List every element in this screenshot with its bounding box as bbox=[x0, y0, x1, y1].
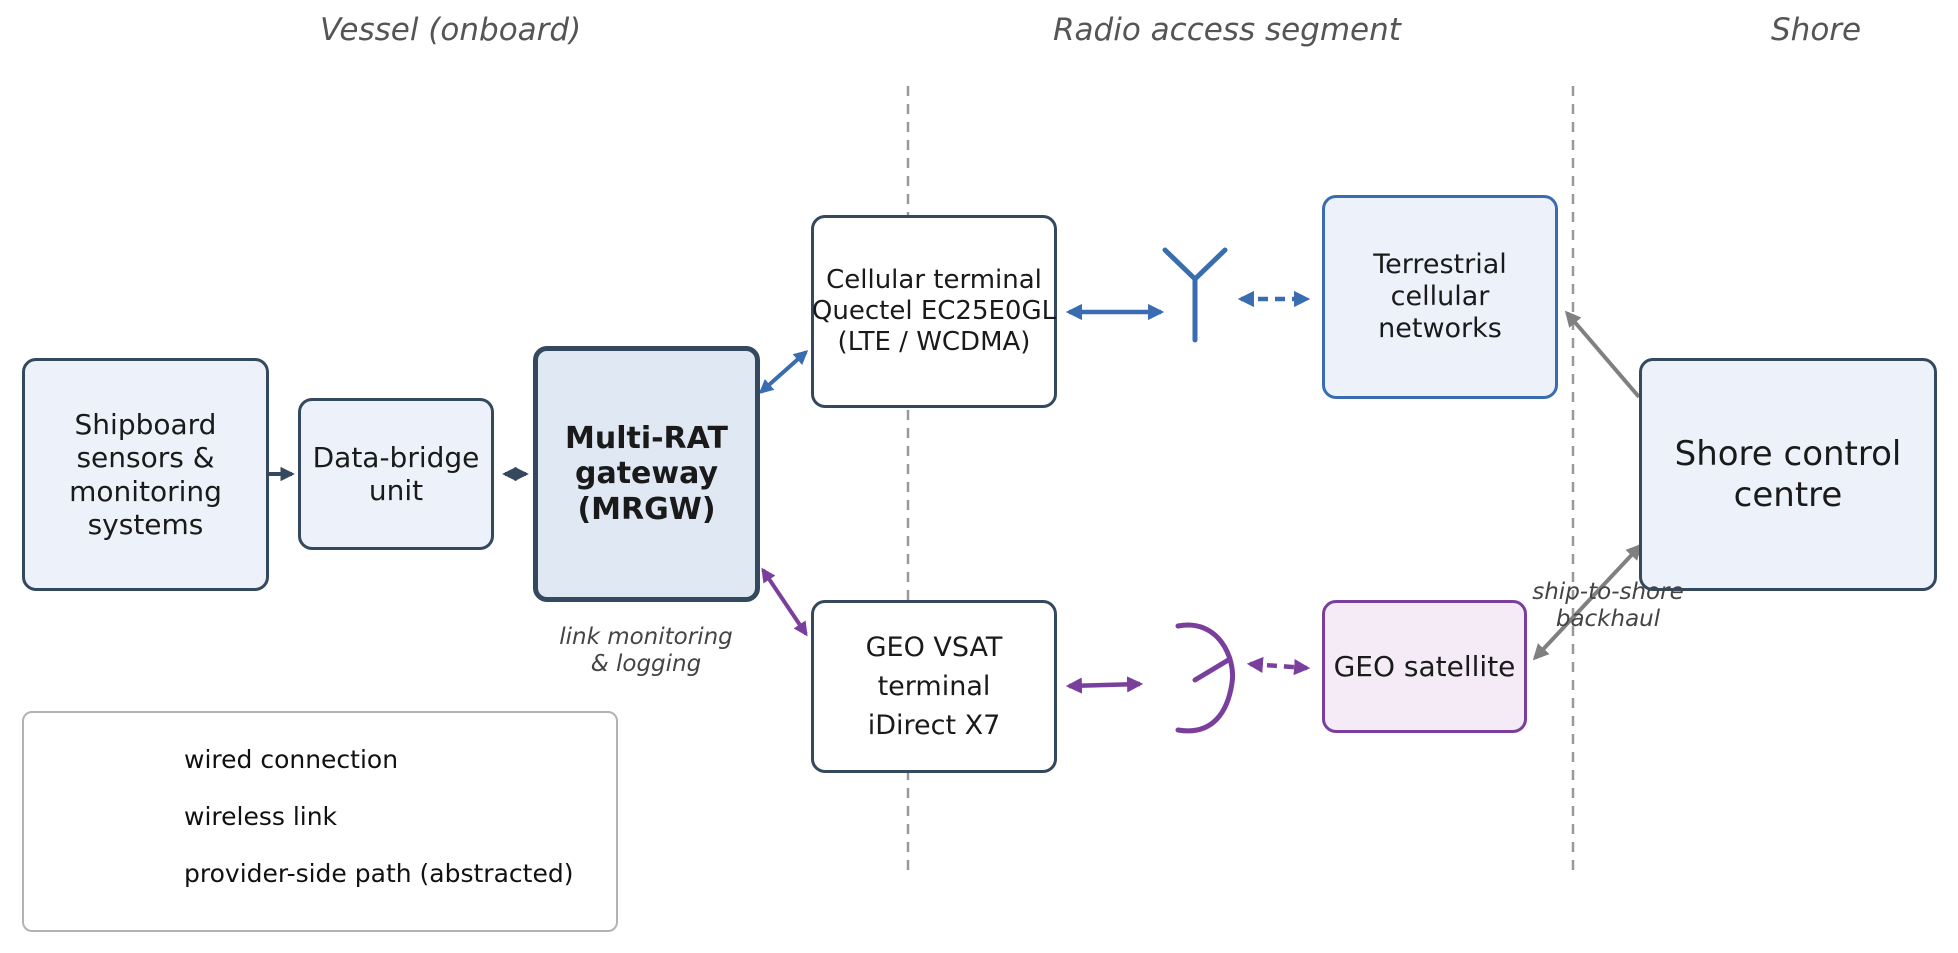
satellite-dish-icon bbox=[1175, 622, 1236, 734]
legend-item-provider: provider-side path (abstracted) bbox=[162, 856, 573, 890]
node-vsat-terminal: GEO VSAT terminal iDirect X7 bbox=[811, 600, 1057, 773]
annotation-line: & logging bbox=[590, 651, 702, 678]
node-data-bridge: Data-bridge unit bbox=[298, 398, 494, 550]
wire-vsat-to-dish bbox=[1065, 676, 1144, 694]
node-label-line: Terrestrial bbox=[1373, 249, 1507, 281]
annotation-line: link monitoring bbox=[559, 624, 733, 650]
node-label-line: sensors & bbox=[76, 441, 215, 475]
annotation-backhaul: ship-to-shore backhaul bbox=[1508, 579, 1708, 633]
node-shore-control-centre: Shore control centre bbox=[1639, 358, 1937, 591]
node-label-line: Multi-RAT bbox=[564, 420, 729, 456]
segment-label-vessel: Vessel (onboard) bbox=[320, 12, 582, 48]
provider-terrestrial-to-shore bbox=[1564, 310, 1641, 399]
node-label-line: cellular bbox=[1390, 281, 1490, 313]
node-label-line: unit bbox=[368, 474, 424, 507]
node-label-line: centre bbox=[1733, 474, 1843, 515]
annotation-line: ship-to-shore bbox=[1532, 579, 1684, 605]
segment-label-radio: Radio access segment bbox=[1053, 12, 1401, 48]
node-label-line: Shore control bbox=[1674, 434, 1902, 475]
node-cellular-terminal: Cellular terminal Quectel EC25E0GL (LTE … bbox=[811, 215, 1057, 408]
legend-item-wireless: wireless link bbox=[162, 799, 337, 833]
node-label-line: (MRGW) bbox=[577, 491, 716, 527]
wire-mrgw-to-cellular bbox=[758, 350, 809, 394]
legend bbox=[22, 711, 618, 932]
node-label-line: networks bbox=[1378, 312, 1502, 344]
node-label-line: GEO VSAT bbox=[865, 631, 1003, 663]
annotation-line: backhaul bbox=[1555, 606, 1661, 633]
legend-label-provider: provider-side path (abstracted) bbox=[184, 858, 574, 888]
legend-label-wireless: wireless link bbox=[184, 801, 338, 831]
legend-label-wired: wired connection bbox=[184, 744, 399, 774]
node-label-line: GEO satellite bbox=[1333, 649, 1516, 683]
node-label-line: Data-bridge bbox=[312, 440, 480, 474]
annotation-link-monitoring: link monitoring & logging bbox=[546, 624, 746, 678]
segment-label-shore: Shore bbox=[1771, 12, 1862, 48]
legend-item-wired: wired connection bbox=[162, 742, 398, 776]
node-label-line: Shipboard bbox=[74, 408, 217, 442]
node-geo-satellite: GEO satellite bbox=[1322, 600, 1527, 733]
antenna-icon bbox=[1162, 247, 1228, 343]
wireless-dish-to-satellite bbox=[1246, 656, 1311, 676]
node-label-line: Cellular terminal bbox=[826, 265, 1042, 296]
node-label-line: Quectel EC25E0GL bbox=[811, 296, 1057, 327]
node-label-line: monitoring bbox=[69, 474, 222, 508]
node-label-line: (LTE / WCDMA) bbox=[837, 326, 1031, 357]
provider-satellite-to-shore bbox=[1532, 543, 1643, 661]
node-mrgw: Multi-RAT gateway (MRGW) bbox=[533, 346, 760, 602]
node-label-line: iDirect X7 bbox=[867, 710, 1001, 742]
node-label-line: terminal bbox=[877, 670, 991, 702]
node-label-line: gateway bbox=[575, 456, 718, 492]
node-shipboard-sensors: Shipboard sensors & monitoring systems bbox=[22, 358, 269, 591]
wire-mrgw-to-vsat bbox=[761, 567, 808, 637]
node-label-line: systems bbox=[87, 507, 204, 541]
node-terrestrial-networks: Terrestrial cellular networks bbox=[1322, 195, 1558, 399]
